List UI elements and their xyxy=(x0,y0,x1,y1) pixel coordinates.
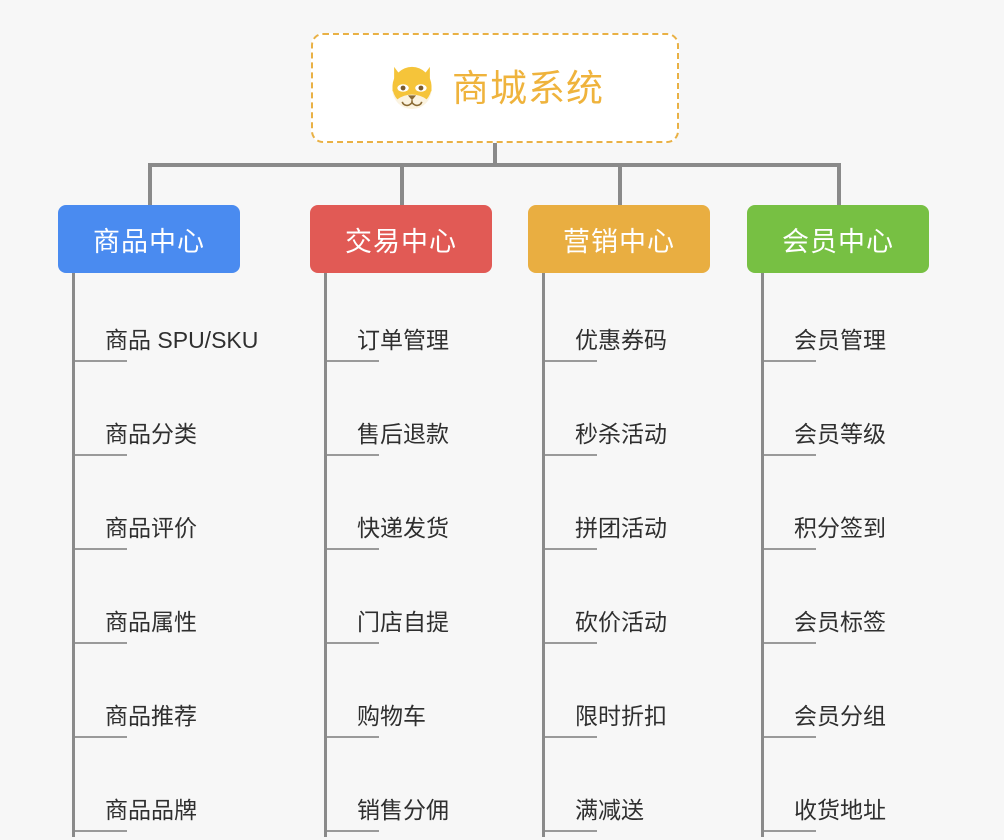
leaf-label: 会员分组 xyxy=(794,703,886,729)
leaf-item[interactable]: 快递发货快递发货 xyxy=(327,461,492,555)
leaf-item[interactable]: 销售分佣销售分佣 xyxy=(327,743,492,837)
leaf-label: 快递发货 xyxy=(357,515,449,541)
root-node[interactable]: 商城系统 xyxy=(311,33,679,143)
leaf-item[interactable]: 门店自提门店自提 xyxy=(327,555,492,649)
leaf-label: 会员标签 xyxy=(794,609,886,635)
leaf-list-4: 会员管理会员管理 会员等级会员等级 积分签到积分签到 会员标签会员标签 会员分组… xyxy=(761,273,929,837)
leaf-item[interactable]: 订单管理订单管理 xyxy=(327,273,492,367)
leaf-label: 砍价活动 xyxy=(575,609,667,635)
connector-horizontal-bus xyxy=(148,163,841,167)
leaf-item[interactable]: 购物车购物车 xyxy=(327,649,492,743)
leaf-item[interactable]: 秒杀活动秒杀活动 xyxy=(545,367,710,461)
leaf-list-3: 优惠券码优惠券码 秒杀活动秒杀活动 拼团活动拼团活动 砍价活动砍价活动 限时折扣… xyxy=(542,273,710,837)
leaf-label: 订单管理 xyxy=(357,327,449,353)
leaf-label: 门店自提 xyxy=(357,609,449,635)
category-label: 交易中心 xyxy=(345,226,457,257)
dog-face-icon xyxy=(392,66,432,110)
leaf-item[interactable]: 会员标签会员标签 xyxy=(764,555,929,649)
leaf-item[interactable]: 收货地址收货地址 xyxy=(764,743,929,837)
connector-drop-2 xyxy=(400,163,404,205)
connector-drop-1 xyxy=(148,163,152,205)
category-label: 会员中心 xyxy=(782,226,894,257)
connector-root-stem xyxy=(493,143,497,165)
category-header-4[interactable]: 会员中心 xyxy=(747,205,929,273)
leaf-label: 商品推荐 xyxy=(105,703,197,729)
leaf-item[interactable]: 会员管理会员管理 xyxy=(764,273,929,367)
category-header-3[interactable]: 营销中心 xyxy=(528,205,710,273)
leaf-label: 商品分类 xyxy=(105,421,197,447)
leaf-list-2: 订单管理订单管理 售后退款售后退款 快递发货快递发货 门店自提门店自提 购物车购… xyxy=(324,273,492,837)
leaf-label: 拼团活动 xyxy=(575,515,667,541)
leaf-item[interactable]: 商品推荐商品推荐 xyxy=(75,649,240,743)
leaf-item[interactable]: 优惠券码优惠券码 xyxy=(545,273,710,367)
leaf-label: 限时折扣 xyxy=(575,703,667,729)
leaf-label: 销售分佣 xyxy=(357,797,449,823)
leaf-label: 商品评价 xyxy=(105,515,197,541)
leaf-label: 购物车 xyxy=(357,703,426,729)
leaf-label: 收货地址 xyxy=(794,797,886,823)
leaf-item[interactable]: 会员分组会员分组 xyxy=(764,649,929,743)
leaf-label: 满减送 xyxy=(575,797,644,823)
category-header-1[interactable]: 商品中心 xyxy=(58,205,240,273)
category-label: 营销中心 xyxy=(563,226,675,257)
root-label: 商城系统 xyxy=(452,67,604,109)
connector-drop-3 xyxy=(618,163,622,205)
leaf-label: 秒杀活动 xyxy=(575,421,667,447)
leaf-item[interactable]: 售后退款售后退款 xyxy=(327,367,492,461)
leaf-item[interactable]: 会员等级会员等级 xyxy=(764,367,929,461)
leaf-label: 积分签到 xyxy=(794,515,886,541)
category-column-2: 交易中心 订单管理订单管理 售后退款售后退款 快递发货快递发货 门店自提门店自提… xyxy=(310,205,492,837)
leaf-item[interactable]: 商品属性商品属性 xyxy=(75,555,240,649)
leaf-label: 会员等级 xyxy=(794,421,886,447)
leaf-item[interactable]: 商品分类商品分类 xyxy=(75,367,240,461)
category-column-4: 会员中心 会员管理会员管理 会员等级会员等级 积分签到积分签到 会员标签会员标签… xyxy=(747,205,929,837)
leaf-label: 优惠券码 xyxy=(575,327,667,353)
leaf-item[interactable]: 积分签到积分签到 xyxy=(764,461,929,555)
leaf-item[interactable]: 满减送满减送 xyxy=(545,743,710,837)
category-label: 商品中心 xyxy=(93,226,205,257)
leaf-item[interactable]: 限时折扣限时折扣 xyxy=(545,649,710,743)
leaf-label: 会员管理 xyxy=(794,327,886,353)
leaf-label: 商品 SPU/SKU xyxy=(105,327,259,353)
leaf-item[interactable]: 砍价活动砍价活动 xyxy=(545,555,710,649)
leaf-label: 售后退款 xyxy=(357,421,449,447)
category-column-3: 营销中心 优惠券码优惠券码 秒杀活动秒杀活动 拼团活动拼团活动 砍价活动砍价活动… xyxy=(528,205,710,837)
leaf-label: 商品属性 xyxy=(105,609,197,635)
leaf-label: 商品品牌 xyxy=(105,797,197,823)
leaf-item[interactable]: 商品品牌商品品牌 xyxy=(75,743,240,837)
leaf-item[interactable]: 拼团活动拼团活动 xyxy=(545,461,710,555)
category-header-2[interactable]: 交易中心 xyxy=(310,205,492,273)
leaf-item[interactable]: 商品评价商品评价 xyxy=(75,461,240,555)
connector-drop-4 xyxy=(837,163,841,205)
